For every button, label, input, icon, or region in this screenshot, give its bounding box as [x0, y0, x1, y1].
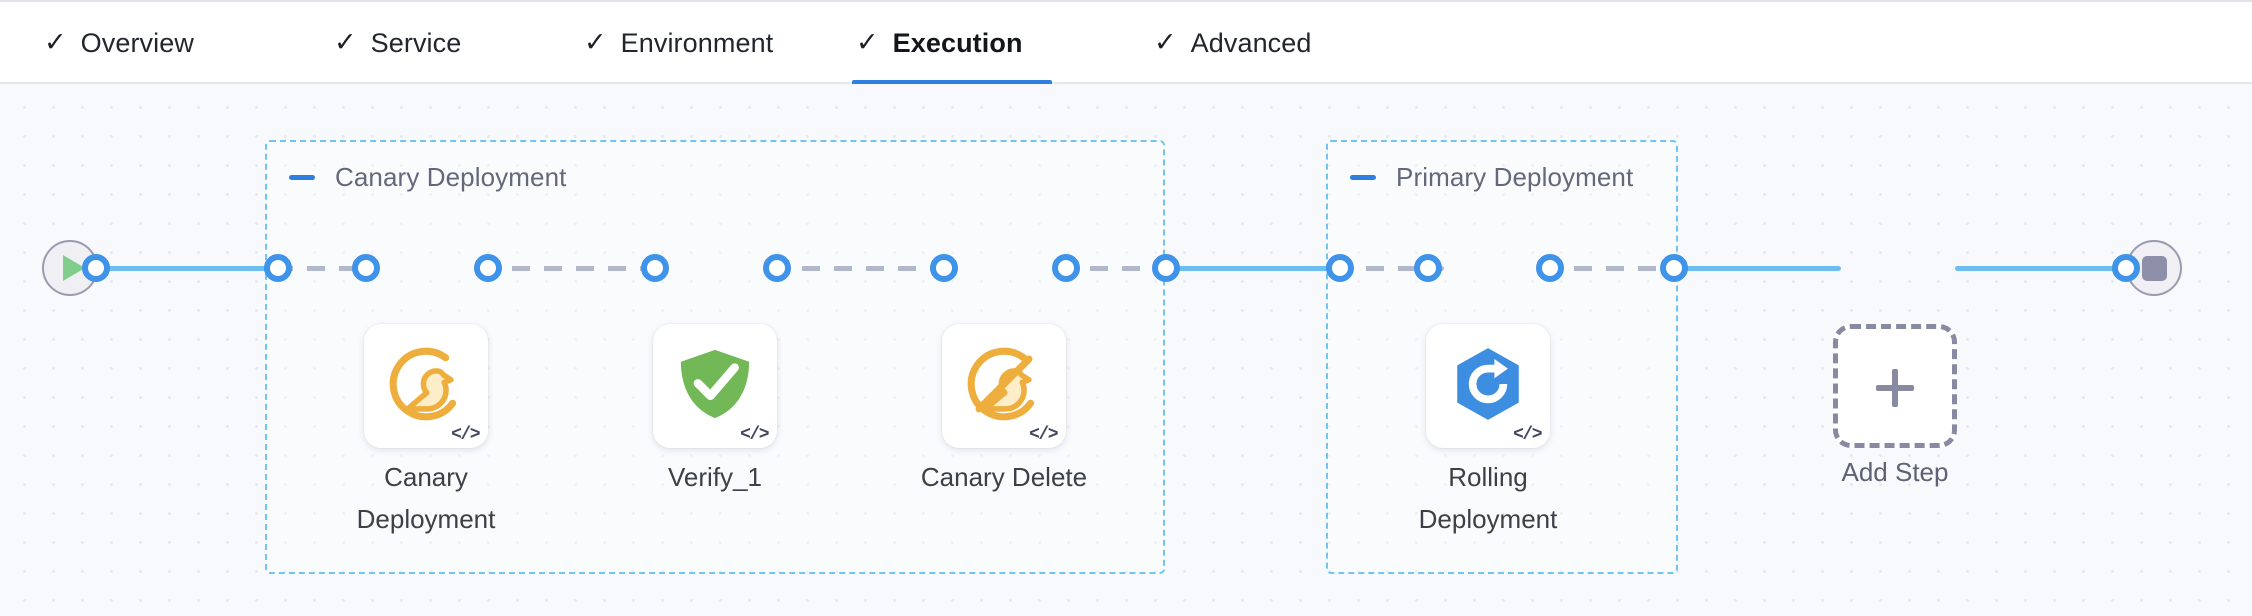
group-header: Canary Deployment — [289, 162, 566, 193]
connector-rolling-deployment-to-exit — [1542, 266, 1672, 271]
step-label: Canary Deployment — [356, 462, 496, 534]
check-icon: ✓ — [44, 26, 67, 57]
tab-environment[interactable]: ✓ Environment — [580, 2, 777, 84]
step-canary-deployment[interactable]: </> Canary Deployment — [357, 324, 495, 534]
minus-icon[interactable] — [1350, 175, 1376, 180]
shield-check-icon — [673, 342, 757, 431]
check-icon: ✓ — [856, 26, 879, 57]
code-badge-icon[interactable]: </> — [451, 425, 480, 445]
stop-icon — [2141, 255, 2167, 281]
group-title: Primary Deployment — [1396, 162, 1634, 192]
tab-label: Environment — [620, 27, 774, 58]
add-step-label: Add Step — [1841, 457, 1949, 487]
port-canary-group-input[interactable] — [264, 254, 292, 282]
canary-delete-icon — [962, 342, 1046, 431]
rolling-deployment-icon — [1447, 343, 1529, 430]
group-header: Primary Deployment — [1350, 162, 1633, 193]
port-canary-delete-input[interactable] — [930, 254, 958, 282]
connector-entry-to-rolling-deployment — [1334, 266, 1444, 271]
code-badge-icon[interactable]: </> — [1029, 425, 1058, 445]
tab-overview[interactable]: ✓ Overview — [40, 2, 198, 84]
port-primary-group-output[interactable] — [1660, 254, 1688, 282]
tab-service[interactable]: ✓ Service — [330, 2, 465, 84]
connector-primary-group-to-add-step — [1666, 266, 1841, 271]
connector-canary-delete-to-exit — [1058, 266, 1168, 271]
step-label: Verify_1 — [668, 462, 762, 492]
port-canary-deployment-input[interactable] — [352, 254, 380, 282]
group-title: Canary Deployment — [335, 162, 567, 192]
connector-verify-to-canary-delete — [770, 266, 960, 271]
canary-bird-icon — [384, 342, 468, 431]
tab-advanced[interactable]: ✓ Advanced — [1150, 2, 1316, 84]
port-end-input[interactable] — [2112, 254, 2140, 282]
connector-canary-deployment-to-verify — [480, 266, 670, 271]
tab-label: Overview — [80, 27, 194, 58]
plus-icon-vertical — [1892, 369, 1898, 407]
port-canary-delete-output[interactable] — [1052, 254, 1080, 282]
step-canary-delete[interactable]: </> Canary Delete — [921, 324, 1087, 492]
check-icon: ✓ — [584, 26, 607, 57]
connector-start-to-canary-group — [96, 266, 281, 271]
code-badge-icon[interactable]: </> — [1513, 425, 1542, 445]
pipeline-canvas[interactable]: Canary Deployment Primary Deployment — [0, 84, 2252, 616]
check-icon: ✓ — [1154, 26, 1177, 57]
step-label: Rolling Deployment — [1418, 462, 1558, 534]
active-tab-indicator — [852, 80, 1052, 86]
connector-canary-group-to-primary-group — [1160, 266, 1340, 271]
check-icon: ✓ — [334, 26, 357, 57]
step-card[interactable]: </> — [653, 324, 777, 448]
step-card[interactable]: </> — [1426, 324, 1550, 448]
step-verify-1[interactable]: </> Verify_1 — [653, 324, 777, 492]
wizard-tab-bar: ✓ Overview ✓ Service ✓ Environment ✓ Exe… — [0, 0, 2252, 86]
port-rolling-deployment-output[interactable] — [1536, 254, 1564, 282]
port-rolling-deployment-input[interactable] — [1414, 254, 1442, 282]
port-primary-group-input[interactable] — [1326, 254, 1354, 282]
play-icon — [63, 255, 85, 281]
tab-label: Advanced — [1190, 27, 1312, 58]
step-card[interactable]: </> — [364, 324, 488, 448]
step-label: Canary Delete — [920, 462, 1088, 492]
port-verify-input[interactable] — [641, 254, 669, 282]
port-canary-group-output[interactable] — [1152, 254, 1180, 282]
connector-entry-to-canary-deployment — [275, 266, 380, 271]
connector-add-step-to-end — [1955, 266, 2120, 271]
minus-icon[interactable] — [289, 175, 315, 180]
port-canary-deployment-output[interactable] — [474, 254, 502, 282]
step-card[interactable]: </> — [942, 324, 1066, 448]
code-badge-icon[interactable]: </> — [740, 425, 769, 445]
tab-label: Service — [370, 27, 462, 58]
stage-group-primary-deployment[interactable]: Primary Deployment — [1326, 140, 1678, 574]
port-start-output[interactable] — [82, 254, 110, 282]
tab-label: Execution — [892, 27, 1023, 58]
port-verify-output[interactable] — [763, 254, 791, 282]
tab-execution[interactable]: ✓ Execution — [852, 2, 1052, 86]
step-rolling-deployment[interactable]: </> Rolling Deployment — [1419, 324, 1557, 534]
add-step-button[interactable] — [1833, 324, 1957, 448]
